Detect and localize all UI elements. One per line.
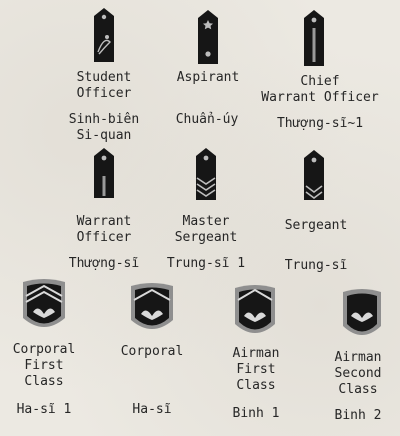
aspirant-label: Aspirant [156,70,260,86]
sergeant-vn-label: Trung-sĩ [262,258,370,274]
rank-english-name: Corporal First Class [12,342,76,389]
rank-vietnamese-name: Binh 2 [334,408,382,423]
master-sergeant-shoulder-board-icon [196,148,216,200]
student-officer-shoulder-board-icon [94,8,114,62]
student-officer-vn-label: Sinh-biên Si-quan [52,112,156,144]
warrant-officer-label: Warrant Officer [50,214,158,246]
aspirant-shoulder-board-icon [198,10,218,64]
rank-vietnamese-name: Chuẩn-úy [175,112,239,127]
student-officer-label: Student Officer [52,70,156,102]
rank-english-name: Warrant Officer [76,214,132,245]
warrant-officer-vn-label: Thượng-sĩ [50,256,158,272]
rank-vietnamese-name: Ha-sĩ [132,402,172,417]
sergeant-label: Sergeant [262,218,370,234]
airman-second-class-patch-icon [343,289,381,335]
rank-vietnamese-name: Thượng-sĩ~1 [276,116,364,131]
rank-vietnamese-name: Trung-sĩ [284,258,348,273]
rank-english-name: Chief Warrant Officer [261,74,379,105]
rank-vietnamese-name: Ha-sĩ 1 [16,402,72,417]
sergeant-shoulder-board-icon [304,150,324,200]
rank-vietnamese-name: Binh 1 [232,406,280,421]
rank-english-name: Master Sergeant [174,214,238,245]
corporal-first-class-vn-label: Ha-sĩ 1 [0,402,88,418]
rank-vietnamese-name: Trung-sĩ 1 [166,256,246,271]
chief-warrant-officer-shoulder-board-icon [304,10,324,66]
rank-english-name: Aspirant [176,70,240,85]
corporal-first-class-label: Corporal First Class [0,342,88,390]
master-sergeant-vn-label: Trung-sĩ 1 [150,256,262,272]
airman-first-class-label: Airman First Class [210,346,302,394]
aspirant-vn-label: Chuẩn-úy [152,112,262,128]
chief-warrant-officer-vn-label: Thượng-sĩ~1 [262,116,378,132]
airman-first-class-vn-label: Binh 1 [210,406,302,422]
airman-first-class-patch-icon [235,285,275,333]
rank-english-name: Airman Second Class [334,350,382,397]
rank-vietnamese-name: Thượng-sĩ [68,256,140,271]
corporal-vn-label: Ha-sĩ [106,402,198,418]
airman-second-class-vn-label: Binh 2 [316,408,400,424]
chief-warrant-officer-label: Chief Warrant Officer [254,74,386,106]
airman-second-class-label: Airman Second Class [316,350,400,398]
rank-english-name: Airman First Class [232,346,280,393]
corporal-patch-icon [131,283,173,329]
corporal-first-class-patch-icon [23,279,65,327]
rank-english-name: Student Officer [76,70,132,101]
master-sergeant-label: Master Sergeant [150,214,262,246]
corporal-label: Corporal [106,344,198,360]
rank-english-name: Corporal [120,344,184,359]
rank-english-name: Sergeant [284,218,348,233]
warrant-officer-shoulder-board-icon [94,148,114,198]
rank-vietnamese-name: Sinh-biên Si-quan [68,112,140,143]
